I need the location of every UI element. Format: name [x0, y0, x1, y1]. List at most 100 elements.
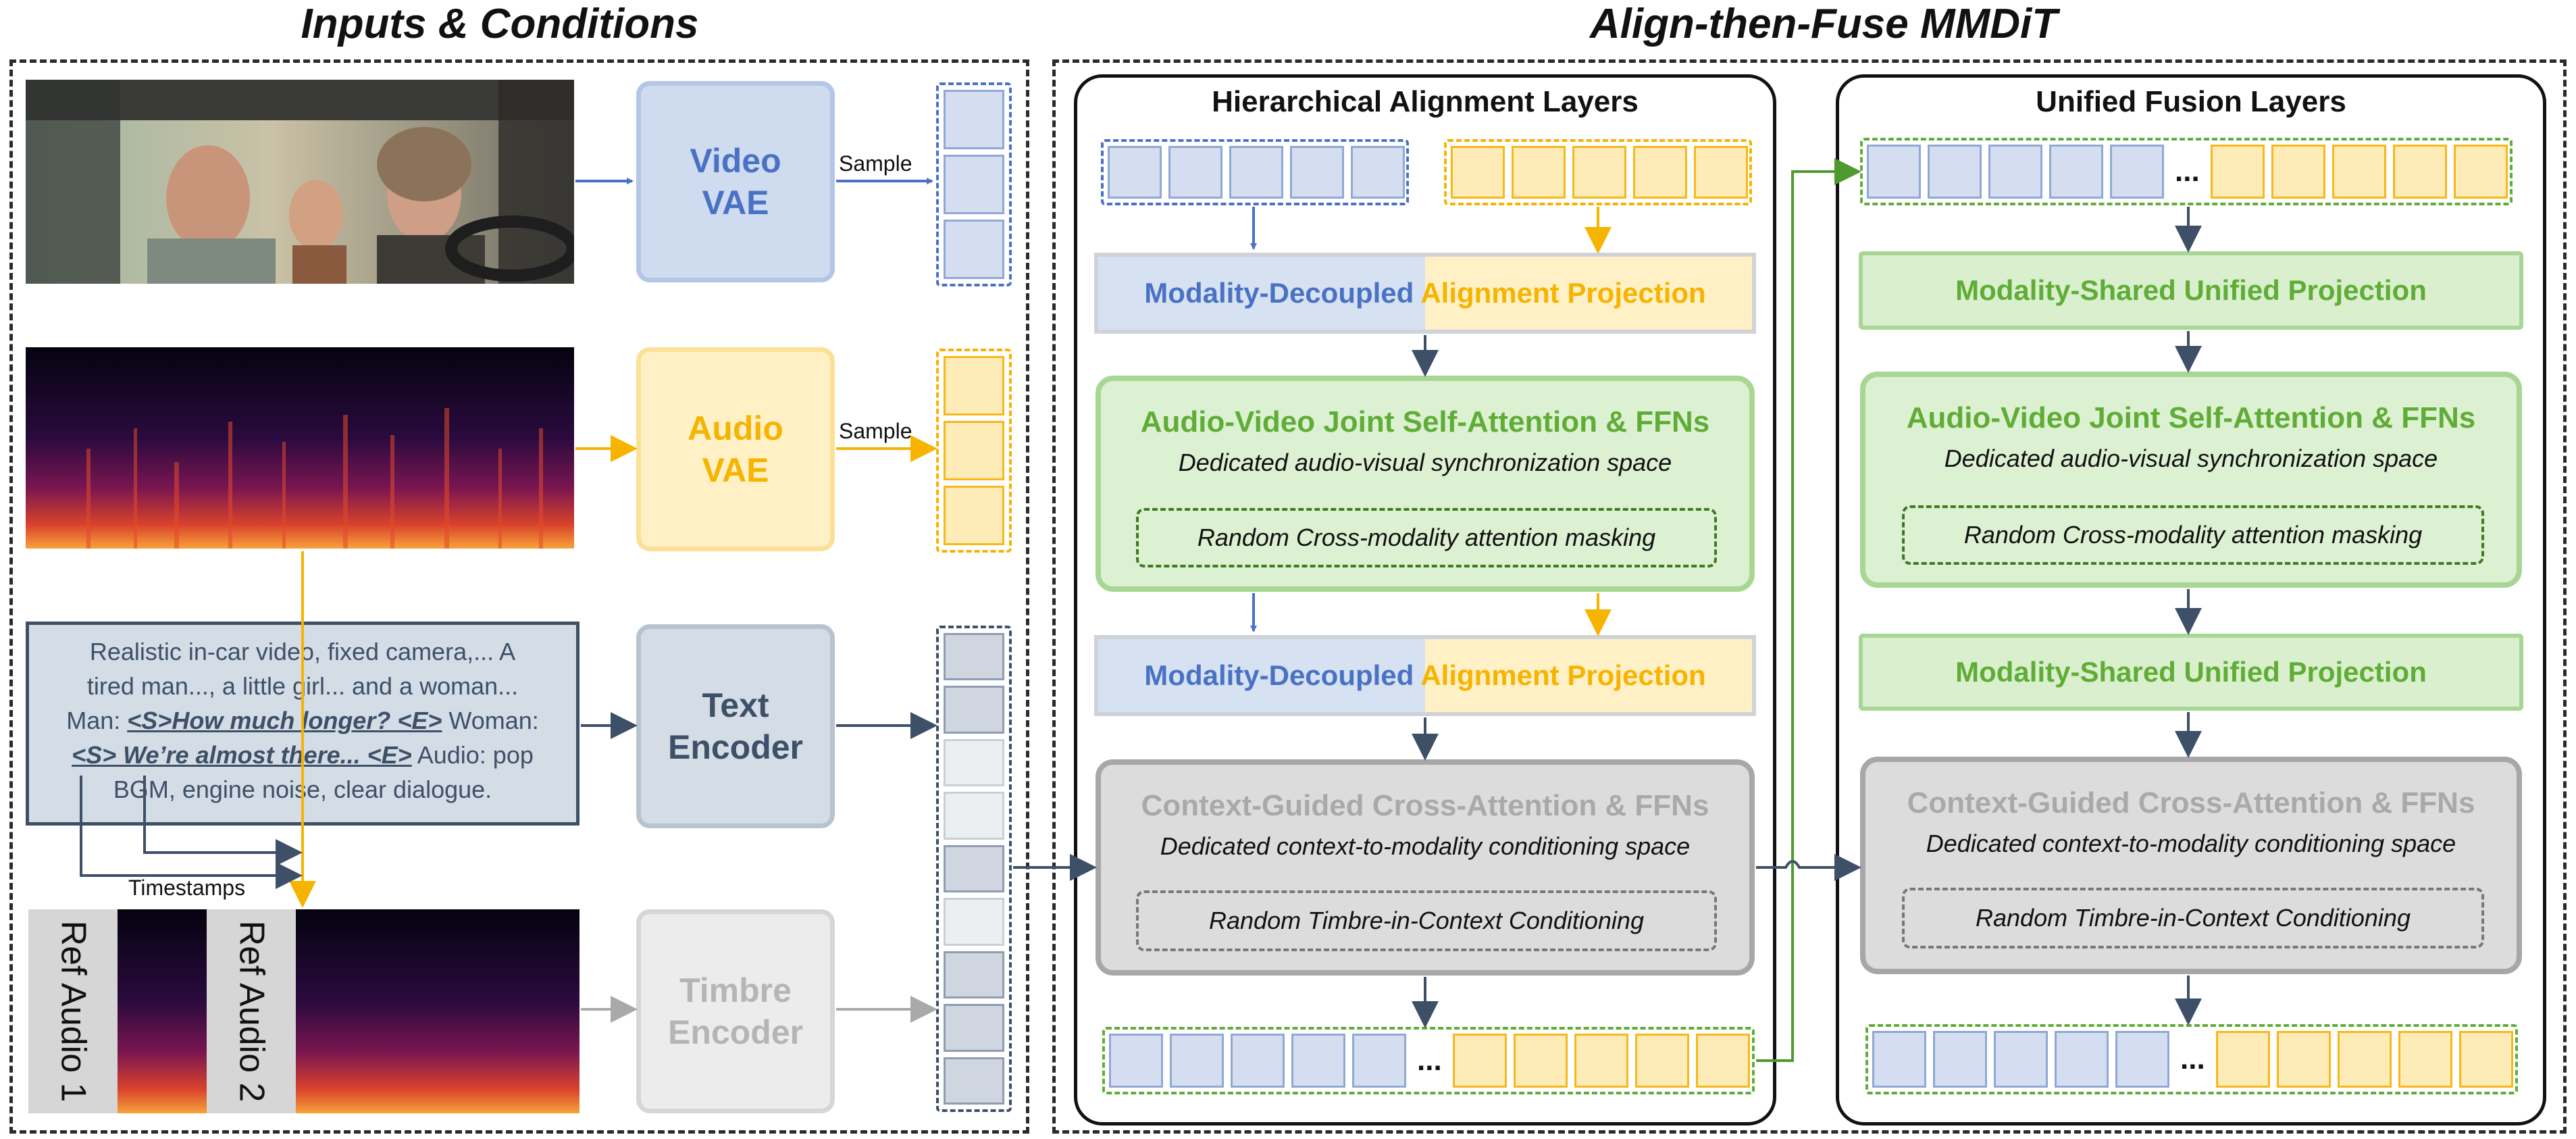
fusion-context-attention-subtitle: Dedicated context-to-modality conditioni…	[1926, 830, 2456, 857]
video-token	[1231, 1034, 1285, 1088]
audio-token	[2271, 145, 2325, 199]
fusion-joint-attention-subtitle: Dedicated audio-visual synchronization s…	[1944, 445, 2438, 472]
alignment-panel-title: Hierarchical Alignment Layers	[1212, 85, 1639, 118]
fusion-unified-projection-2: Modality-Shared Unified Projection	[1859, 634, 2523, 711]
mmdit-frame	[1052, 59, 2567, 1134]
alignment-joint-attention-subtitle: Dedicated audio-visual synchronization s…	[1178, 449, 1672, 476]
fusion-context-cross-attention-block: Context-Guided Cross-Attention & FFNs De…	[1860, 757, 2522, 974]
video-token	[944, 155, 1004, 214]
ref-audio-2-spectrogram	[296, 909, 579, 1113]
fusion-output-tokens: ...	[1865, 1024, 2518, 1094]
alignment-joint-attention-block: Audio-Video Joint Self-Attention & FFNs …	[1096, 376, 1755, 592]
audio-token	[2215, 1031, 2270, 1088]
video-token	[1229, 146, 1283, 199]
token-ellipsis: ...	[2175, 155, 2200, 188]
context-tokens	[936, 626, 1012, 1112]
token-ellipsis: ...	[2180, 1042, 2205, 1075]
prompt-speaker-man: Man:	[66, 707, 128, 735]
timestamps-label: Timestamps	[128, 876, 246, 900]
timestamp-routing-line-2	[143, 776, 303, 866]
audio-token	[1572, 146, 1626, 199]
video-frame-image	[26, 80, 574, 284]
audio-token	[1451, 146, 1505, 199]
audio-token	[1452, 1034, 1507, 1088]
audio-token	[944, 486, 1004, 545]
alignment-cross-modality-masking: Random Cross-modality attention masking	[1136, 508, 1717, 567]
video-token	[2049, 145, 2103, 199]
audio-token	[944, 356, 1004, 415]
video-token	[944, 220, 1004, 279]
token-ellipsis: ...	[1417, 1044, 1442, 1077]
video-sample-label: Sample	[839, 151, 912, 176]
audio-token	[1574, 1034, 1628, 1088]
audio-token	[1694, 146, 1748, 199]
alignment-projection-label: Alignment Projection	[1420, 277, 1706, 309]
ref-audio-1-spectrogram	[118, 909, 207, 1113]
video-token	[1108, 146, 1162, 199]
context-to-fusion-arrow	[1756, 854, 1861, 881]
alignment-projection-1: Modality-Decoupled Alignment Projection	[1094, 253, 1756, 334]
audio-token	[1513, 1034, 1568, 1088]
audio-token	[944, 421, 1004, 480]
fusion-unified-projection-1: Modality-Shared Unified Projection	[1859, 251, 2523, 330]
fusion-joint-attention-title: Audio-Video Joint Self-Attention & FFNs	[1906, 401, 2476, 434]
timestamp-routing-line-1	[80, 776, 303, 889]
audio-latent-tokens	[936, 349, 1012, 553]
alignment-projection-label: Alignment Projection	[1420, 659, 1706, 691]
video-token	[1867, 145, 1921, 199]
inputs-frame	[9, 59, 1029, 1134]
fusion-joint-attention-block: Audio-Video Joint Self-Attention & FFNs …	[1860, 372, 2522, 588]
audio-token	[2210, 145, 2265, 199]
prompt-woman-dialogue: <S> We’re almost there... <E>	[72, 741, 412, 769]
video-token	[1291, 1034, 1345, 1088]
video-token	[1109, 1034, 1163, 1088]
timbre-token	[944, 1004, 1004, 1052]
video-token	[1933, 1031, 1987, 1088]
alignment-timbre-in-context-conditioning: Random Timbre-in-Context Conditioning	[1136, 890, 1717, 951]
audio-token	[1512, 146, 1566, 199]
audio-token	[2398, 1031, 2452, 1088]
prompt-audio-label: Audio: pop	[411, 741, 534, 769]
alignment-to-fusion-arrow	[1756, 158, 1861, 1062]
audio-token	[1634, 1034, 1689, 1088]
modality-decoupled-label: Modality-Decoupled	[1144, 659, 1414, 691]
alignment-context-attention-title: Context-Guided Cross-Attention & FFNs	[1141, 789, 1709, 822]
video-token	[1988, 145, 2042, 199]
audio-token	[2458, 1031, 2513, 1088]
video-token	[2115, 1031, 2169, 1088]
audio-token	[1695, 1034, 1750, 1088]
video-token	[1872, 1031, 1926, 1088]
timestamp-token	[944, 738, 1004, 787]
ref-audio-1-label: Ref Audio 1	[28, 909, 118, 1113]
video-token	[1168, 146, 1222, 199]
audio-sample-label: Sample	[839, 419, 912, 443]
audio-token	[2392, 145, 2447, 199]
video-token	[944, 90, 1004, 149]
fusion-panel-title: Unified Fusion Layers	[2036, 85, 2346, 118]
alignment-output-tokens: ...	[1102, 1027, 1755, 1094]
video-latent-tokens	[936, 82, 1012, 286]
ref-audio-2-label: Ref Audio 2	[207, 909, 296, 1113]
timbre-token	[944, 1057, 1004, 1105]
video-token	[2055, 1031, 2109, 1088]
alignment-audio-input-tokens	[1444, 139, 1752, 205]
fusion-context-attention-title: Context-Guided Cross-Attention & FFNs	[1907, 786, 2475, 819]
audio-token	[2276, 1031, 2331, 1088]
timestamp-token	[944, 898, 1004, 946]
audio-token	[2332, 145, 2386, 199]
fusion-timbre-in-context-conditioning: Random Timbre-in-Context Conditioning	[1902, 888, 2484, 948]
audio-token	[2453, 145, 2508, 199]
video-token	[1352, 1034, 1406, 1088]
video-token	[1928, 145, 1982, 199]
prompt-man-dialogue: <S>How much longer? <E>	[127, 707, 442, 735]
timestamp-token	[944, 792, 1004, 840]
alignment-joint-attention-title: Audio-Video Joint Self-Attention & FFNs	[1140, 405, 1710, 438]
inputs-section-title: Inputs & Conditions	[301, 1, 699, 47]
prompt-speaker-woman: Woman:	[442, 707, 539, 735]
alignment-projection-2: Modality-Decoupled Alignment Projection	[1094, 635, 1756, 716]
text-token	[944, 633, 1004, 681]
